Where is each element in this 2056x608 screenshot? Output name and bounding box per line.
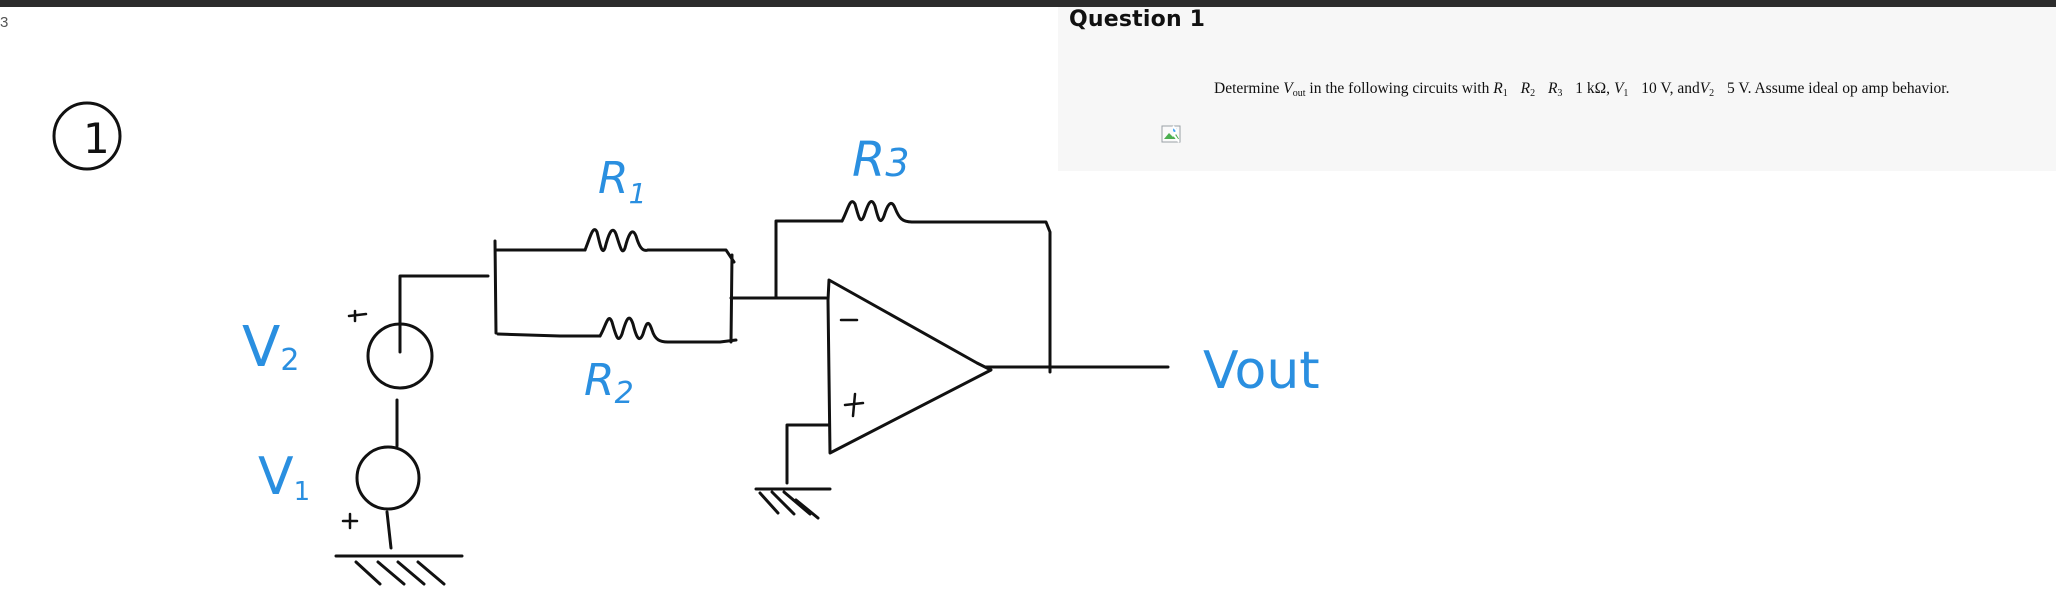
feedback-wire-right <box>910 220 1052 374</box>
circuit-drawing: 1 R1 <box>52 101 1320 586</box>
resistor-network <box>493 228 828 344</box>
broken-image-icon <box>1161 125 1181 143</box>
r2-wire-right <box>666 338 738 344</box>
ground-symbol-right <box>754 487 832 520</box>
question-text: Determine Vout in the following circuits… <box>1214 80 1950 99</box>
wire-non-inverting <box>785 423 831 485</box>
page-number-fragment: 3 <box>0 14 9 31</box>
op-amp-plus-sign <box>843 392 865 418</box>
resistor-r2 <box>598 316 670 344</box>
plus-sign-v2 <box>347 309 368 323</box>
label-r3: R3 <box>852 132 910 188</box>
label-v1: V1 <box>258 447 310 507</box>
source-v2-symbol <box>366 322 434 390</box>
wire-v1-ground <box>385 510 393 550</box>
label-r1: R1 <box>598 153 646 210</box>
source-v1-symbol <box>355 445 421 511</box>
circled-number-label: 1 <box>83 114 110 163</box>
wire-v2-top <box>398 274 490 354</box>
resistor-r3 <box>840 200 914 224</box>
voltage-sources <box>334 274 490 586</box>
r2-wire-left <box>496 332 602 338</box>
plus-sign-v1 <box>341 512 359 530</box>
question-title: Question 1 <box>1069 7 1206 32</box>
label-vout: Vout <box>1203 341 1320 401</box>
left-bus <box>493 239 498 335</box>
top-bar <box>0 0 2056 7</box>
ground-symbol-left <box>334 554 464 586</box>
op-amp <box>754 278 1170 520</box>
op-amp-triangle <box>826 278 993 455</box>
label-r2: R2 <box>584 355 634 411</box>
label-v2: V2 <box>242 315 299 380</box>
circled-number: 1 <box>52 101 122 171</box>
annotations: R1 R2 R3 V2 V1 Vout <box>242 132 1320 507</box>
question-panel: Question 1 Determine Vout in the followi… <box>1058 7 2056 171</box>
resistor-r1 <box>583 228 650 253</box>
r1-wire-right <box>646 248 736 264</box>
feedback-network <box>774 200 1052 374</box>
feedback-wire-left <box>774 219 844 300</box>
